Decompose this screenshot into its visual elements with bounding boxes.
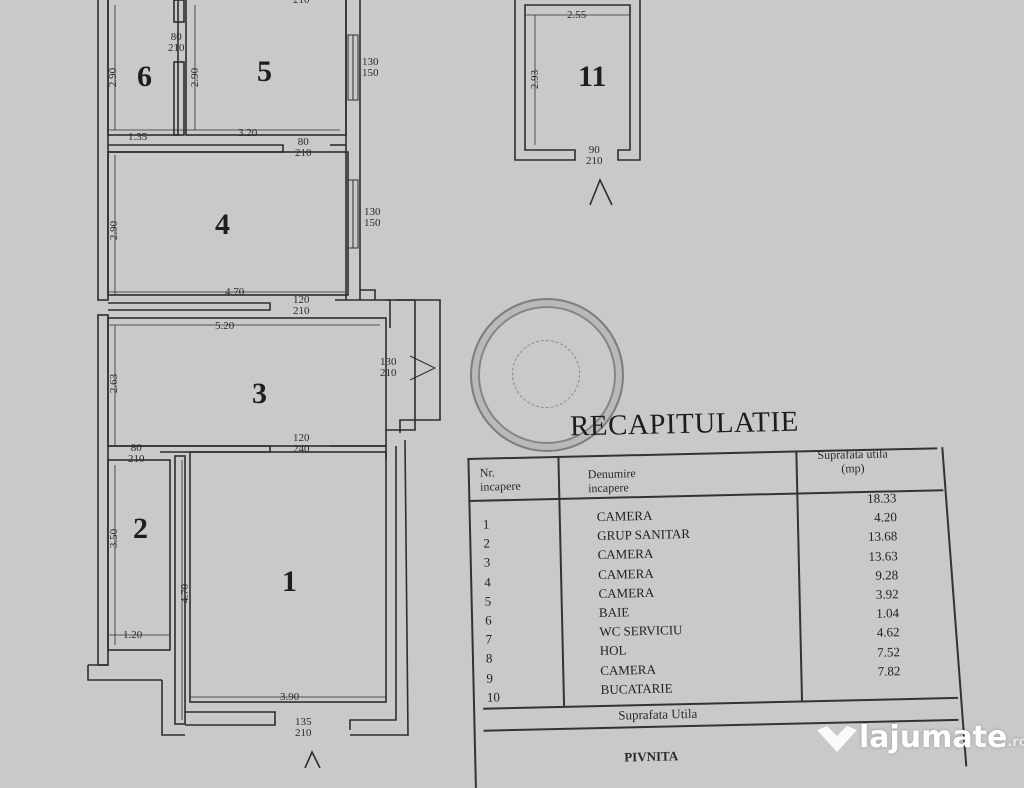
total-label: Suprafata Utila [618, 705, 698, 723]
col-names: CAMERA GRUP SANITAR CAMERA CAMERA CAMERA… [596, 507, 691, 697]
dim-label: 3.20 [238, 127, 258, 139]
dim-label: 120 240 [293, 432, 310, 455]
dim-label: 3.90 [280, 691, 300, 703]
dim-label: 80 210 [295, 136, 312, 159]
lajumate-watermark: lajumate.ro [815, 720, 1024, 755]
room-label-5: 5 [257, 55, 272, 88]
header-name: Denumire incapere [587, 466, 636, 496]
dim-label: 2.90 [107, 67, 120, 88]
dim-label: 80 210 [168, 31, 185, 54]
room-label-2: 2 [133, 512, 148, 545]
dim-label: 130 150 [362, 56, 379, 79]
room-label-6: 6 [137, 60, 152, 93]
dim-label: 1.20 [123, 629, 143, 641]
dim-label: 120 210 [293, 294, 310, 317]
dim-label: 135 210 [295, 716, 312, 739]
header-nr: Nr. incapere [479, 465, 521, 494]
dim-label: 4.70 [225, 286, 245, 298]
dim-label: 2.55 [567, 9, 587, 21]
dim-label: 80 210 [128, 442, 145, 465]
dim-label: 5.20 [215, 320, 235, 332]
dim-label: 4.70 [179, 583, 192, 604]
room-label-1: 1 [282, 565, 297, 598]
dim-label: 3.50 [108, 528, 121, 549]
dim-label: 1.35 [128, 131, 148, 143]
dim-label: 2.93 [529, 69, 542, 90]
official-stamp [470, 298, 624, 452]
dim-label: 210 [293, 0, 310, 6]
room-label-3: 3 [252, 377, 267, 410]
dim-label: 90 210 [586, 144, 603, 167]
dim-label: 2.90 [189, 67, 202, 88]
room-label-11: 11 [578, 60, 607, 93]
room-label-4: 4 [215, 208, 230, 241]
col-areas: 18.33 4.20 13.68 13.63 9.28 3.92 1.04 4.… [867, 490, 901, 679]
basement-label: PIVNITA [624, 748, 679, 765]
col-numbers: 1 2 3 4 5 6 7 8 9 10 [482, 516, 501, 705]
lajumate-logo-icon [817, 725, 857, 752]
dim-label: 2.63 [108, 373, 121, 394]
floor-plan-walls [87, 0, 641, 768]
dim-label: 130 210 [380, 356, 397, 379]
dim-label: 2.90 [108, 220, 121, 241]
watermark-suffix: .ro [1007, 735, 1024, 750]
header-area: Suprafata utila (mp) [817, 446, 888, 476]
dim-label: 130 150 [364, 206, 381, 229]
watermark-text: lajumate [859, 720, 1008, 755]
